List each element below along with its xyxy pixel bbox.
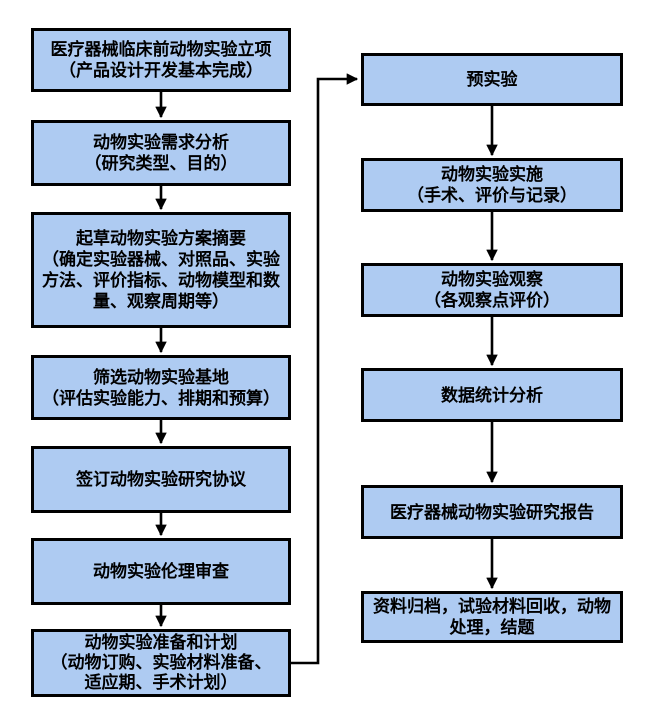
flow-step-site-selection: 筛选动物实验基地 （评估实验能力、排期和预算）	[31, 355, 291, 420]
flow-step-preparation-plan: 动物实验准备和计划 （动物订购、实验材料准备、 适应期、手术计划）	[31, 629, 291, 697]
flow-step-needs-analysis: 动物实验需求分析 （研究类型、目的）	[31, 120, 291, 186]
flow-step-pilot-experiment: 预实验	[361, 53, 623, 106]
flow-step-data-analysis: 数据统计分析	[361, 368, 623, 422]
arrow-l7-to-r1	[290, 73, 359, 665]
flow-step-experiment-implementation: 动物实验实施 （手术、评价与记录）	[361, 158, 623, 212]
flow-step-ethics-review: 动物实验伦理审查	[31, 538, 291, 605]
flow-step-agreement-signing: 签订动物实验研究协议	[31, 446, 291, 513]
flow-step-research-report: 医疗器械动物实验研究报告	[361, 485, 623, 539]
flow-step-experiment-observation: 动物实验观察 （各观察点评价）	[361, 263, 623, 317]
flow-step-project-initiation: 医疗器械临床前动物实验立项 （产品设计开发基本完成）	[31, 28, 291, 92]
flow-step-protocol-draft: 起草动物实验方案摘要 （确定实验器械、对照品、实验 方法、评价指标、动物模型和数…	[31, 212, 291, 328]
flow-step-archiving-closure: 资料归档，试验材料回收，动物 处理，结题	[361, 591, 623, 643]
